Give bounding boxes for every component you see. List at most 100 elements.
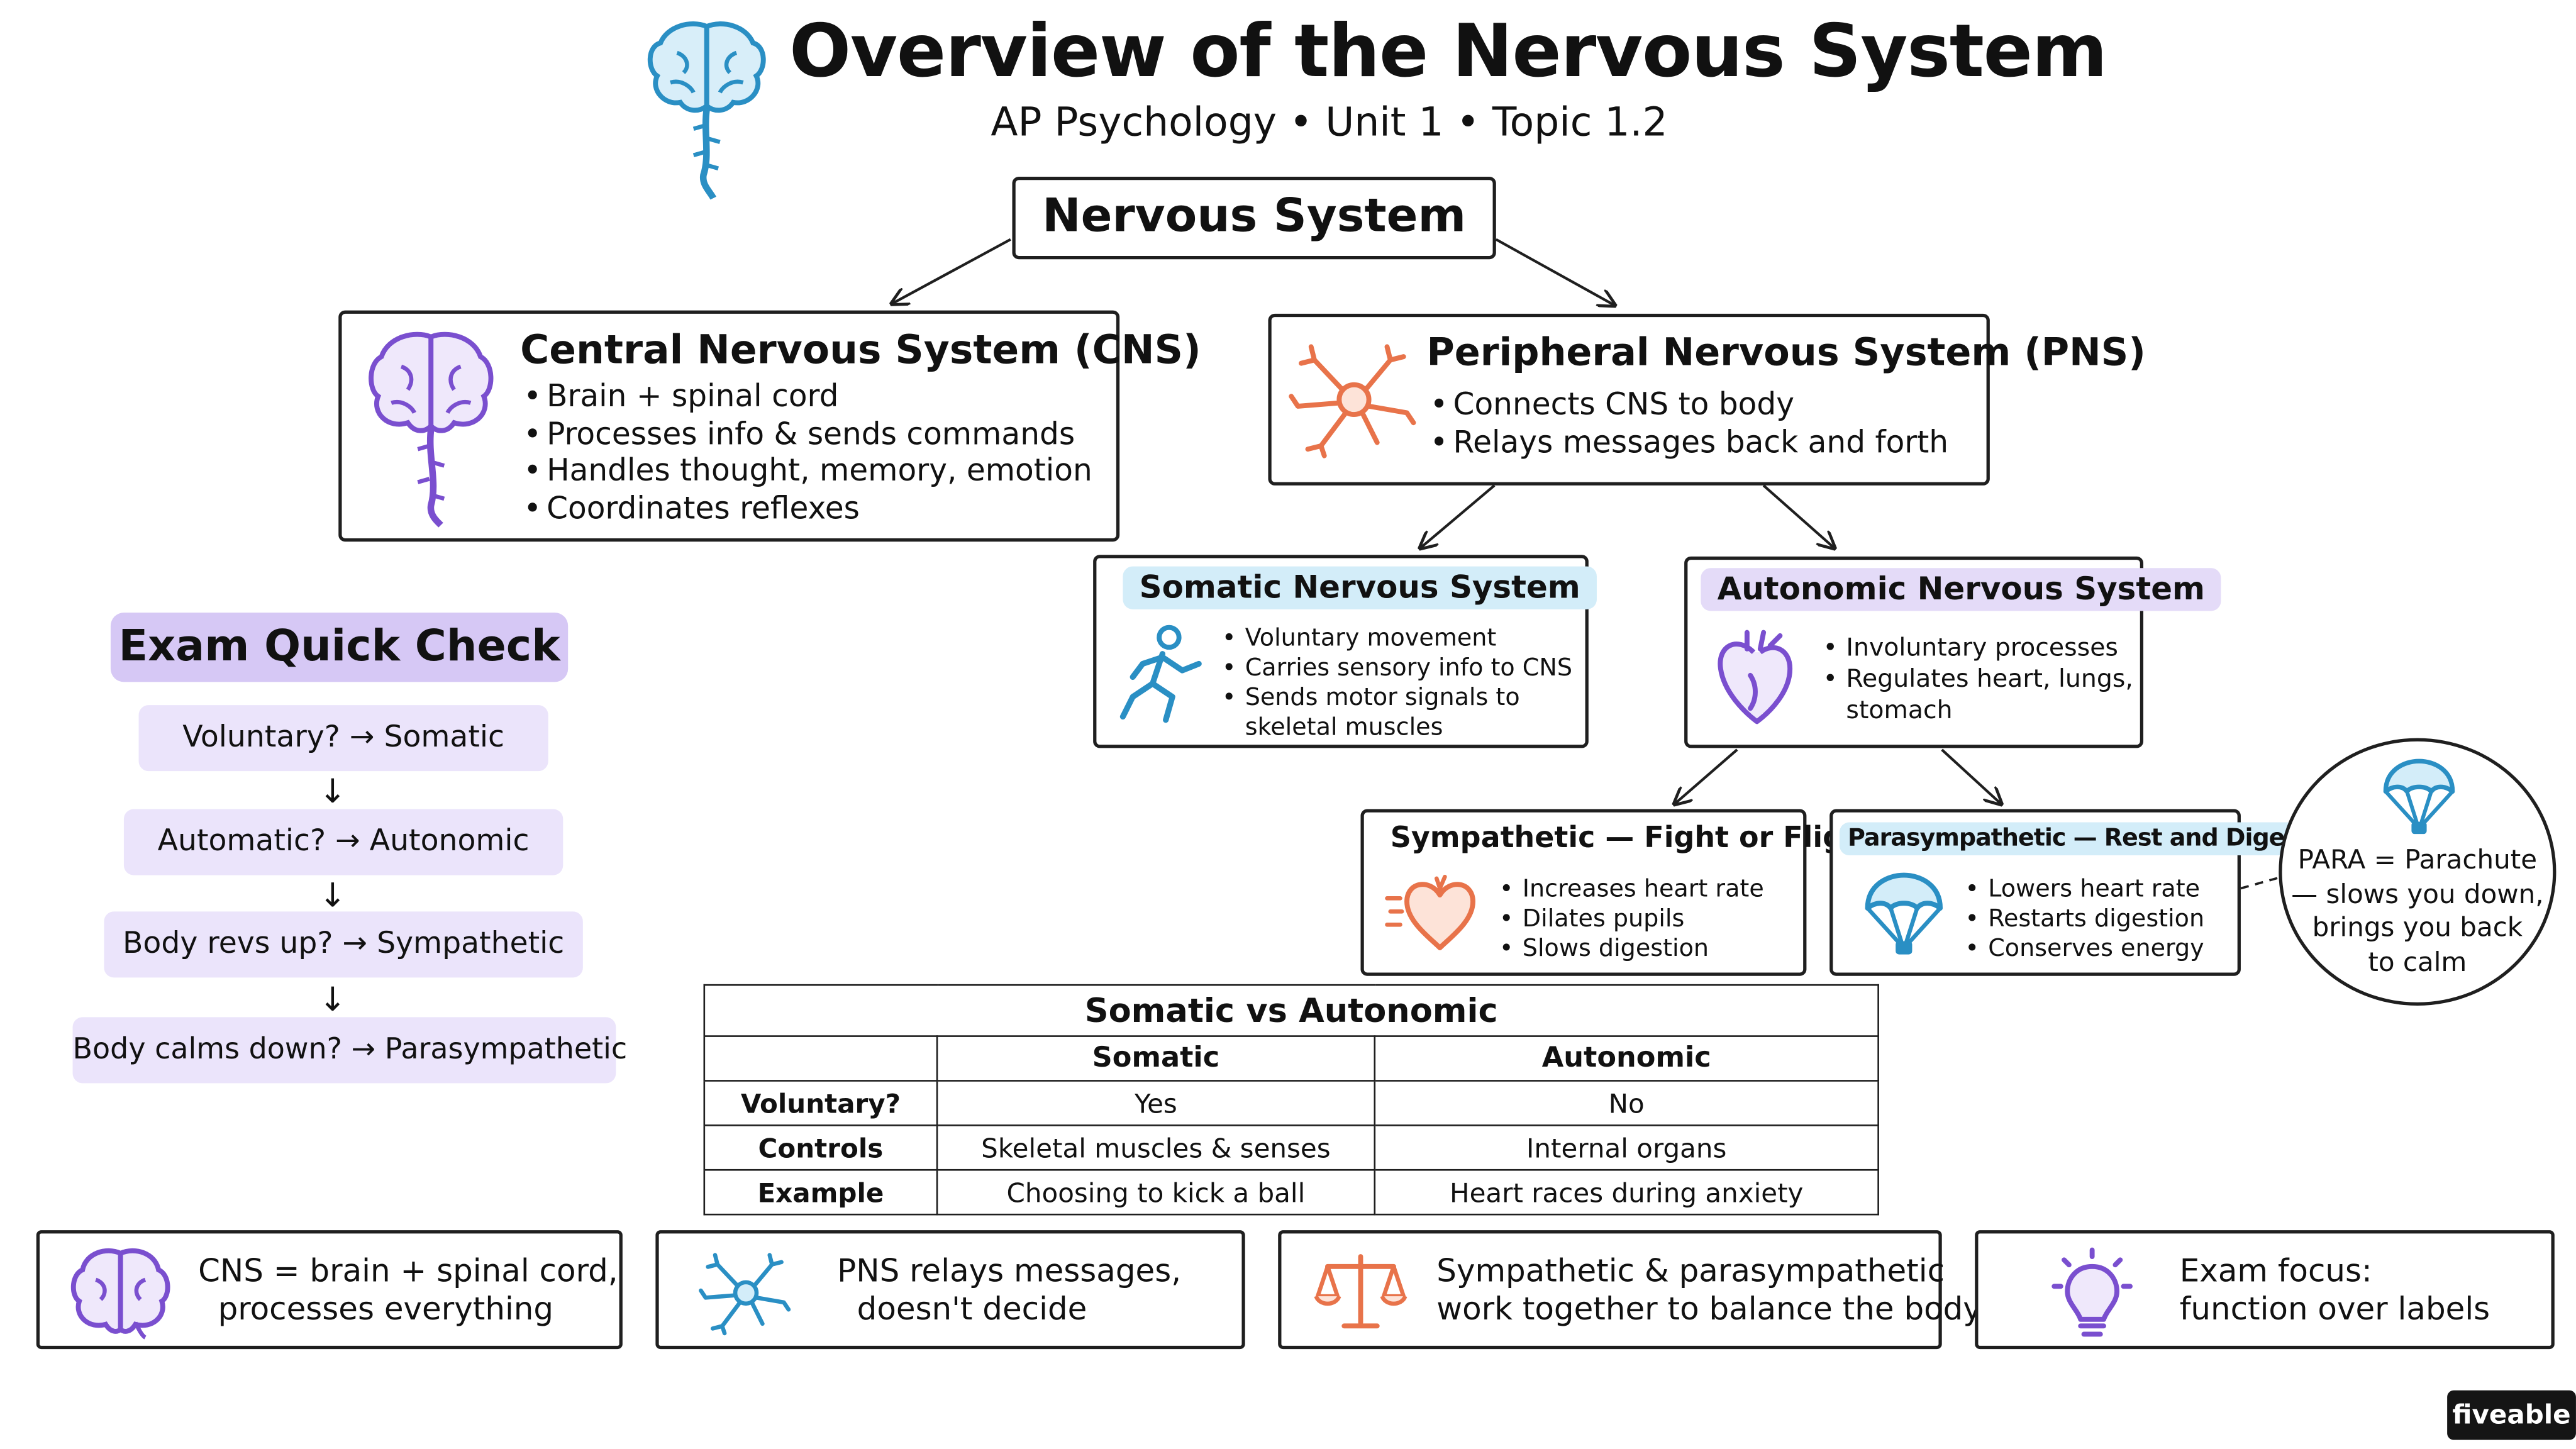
takeaway-card-balance: Sympathetic & parasympathetic work toget…	[1278, 1230, 1982, 1350]
node-somatic-bullets: Voluntary movement Carries sensory info …	[1222, 624, 1572, 713]
quick-check-arrow: ↓	[318, 979, 347, 1019]
quick-check-item: Body calms down? → Parasympathetic	[72, 1017, 627, 1084]
quick-check-title: Exam Quick Check	[110, 613, 569, 682]
parachute-icon	[1865, 872, 1943, 955]
table-caption-row: Somatic vs Autonomic	[703, 984, 1879, 1037]
bullet: Slows digestion	[1499, 935, 1764, 964]
arrow-autonomic-to-sympathetic	[1674, 748, 1738, 804]
node-autonomic-title: Autonomic Nervous System	[1701, 568, 2222, 611]
node-nervous-system: Nervous System	[1012, 176, 1496, 260]
bullet: Handles thought, memory, emotion	[523, 454, 1092, 491]
node-cns: Central Nervous System (CNS) Brain + spi…	[338, 310, 1201, 542]
arrow-pns-to-autonomic	[1762, 484, 1835, 548]
takeaway-text: PNS relays messages, doesn't decide	[837, 1253, 1181, 1330]
bullet: Involuntary processes	[1823, 633, 2133, 664]
parachute-icon	[2383, 758, 2455, 835]
brain-spinal-cord-icon	[369, 331, 494, 528]
column-header	[703, 1035, 938, 1082]
arrow-root-to-cns	[892, 238, 1011, 304]
takeaway-line: Exam focus:	[2179, 1253, 2372, 1290]
quick-check-item: Automatic? → Autonomic	[123, 809, 564, 875]
node-parasympathetic-bullets: Lowers heart rate Restarts digestion Con…	[1965, 875, 2204, 965]
takeaway-text: Exam focus: function over labels	[2180, 1253, 2490, 1330]
mnemonic-text: PARA = Parachute — slows you down, bring…	[2282, 844, 2553, 979]
bullet: Carries sensory info to CNS	[1222, 654, 1572, 684]
page-title: Overview of the Nervous System	[789, 9, 2107, 94]
node-cns-bullets: Brain + spinal cord Processes info & sen…	[523, 380, 1092, 528]
bullet: Regulates heart, lungs,	[1823, 663, 2133, 695]
mnemonic-line: to calm	[2368, 945, 2467, 977]
brain-icon	[70, 1248, 170, 1340]
table-cell: Heart races during anxiety	[1374, 1169, 1879, 1216]
takeaway-card-cns: CNS = brain + spinal cord, processes eve…	[36, 1230, 623, 1350]
bullet: Relays messages back and forth	[1430, 425, 1948, 462]
node-sympathetic: Sympathetic — Fight or Flight Increases …	[1360, 809, 1878, 976]
arrow-autonomic-to-parasympathetic	[1941, 748, 2002, 804]
table-cell: Yes	[936, 1080, 1376, 1126]
neuron-icon	[699, 1253, 791, 1336]
takeaway-card-exam-focus: Exam focus: function over labels	[1975, 1230, 2555, 1350]
takeaway-card-pns: PNS relays messages, doesn't decide	[655, 1230, 1245, 1350]
heart-organ-icon	[1718, 630, 1793, 724]
mnemonic-line: brings you back	[2312, 911, 2523, 943]
table-row: Example Choosing to kick a ball Heart ra…	[703, 1169, 1879, 1216]
bullet: Lowers heart rate	[1965, 875, 2204, 905]
row-header: Voluntary?	[703, 1080, 938, 1126]
mnemonic-line: PARA = Parachute	[2297, 843, 2538, 875]
bullet: Brain + spinal cord	[523, 380, 1092, 417]
mnemonic-line: — slows you down,	[2291, 877, 2544, 909]
bullet: Sends motor signals to	[1222, 684, 1572, 713]
takeaway-line: doesn't decide	[857, 1291, 1087, 1328]
node-pns-bullets: Connects CNS to body Relays messages bac…	[1430, 386, 1948, 462]
bullet: Connects CNS to body	[1430, 386, 1948, 424]
table-cell: Choosing to kick a ball	[936, 1169, 1376, 1216]
table-row: Controls Skeletal muscles & senses Inter…	[703, 1124, 1879, 1171]
node-autonomic-bullets: Involuntary processes Regulates heart, l…	[1823, 633, 2133, 696]
fiveable-logo[interactable]: fiveable	[2447, 1390, 2576, 1440]
takeaway-line: CNS = brain + spinal cord,	[198, 1253, 618, 1290]
arrow-root-to-pns	[1495, 238, 1615, 306]
balance-scale-icon	[1314, 1254, 1407, 1329]
takeaway-line: function over labels	[2179, 1291, 2490, 1328]
takeaway-text: Sympathetic & parasympathetic work toget…	[1436, 1253, 1982, 1330]
table-cell: Skeletal muscles & senses	[936, 1124, 1376, 1171]
column-header: Autonomic	[1374, 1035, 1879, 1082]
node-somatic-bullet-continuation: skeletal muscles	[1245, 714, 1443, 741]
bullet: Coordinates reflexes	[523, 491, 1092, 528]
node-autonomic: Autonomic Nervous System Involuntary pro…	[1684, 556, 2222, 748]
bullet: Increases heart rate	[1499, 875, 1764, 905]
takeaway-line: PNS relays messages,	[837, 1253, 1182, 1290]
node-pns-title: Peripheral Nervous System (PNS)	[1426, 331, 2146, 375]
racing-heart-icon	[1385, 874, 1475, 951]
takeaway-text: CNS = brain + spinal cord, processes eve…	[198, 1253, 618, 1330]
dashed-link-mnemonic	[2240, 875, 2283, 890]
header-brain-icon	[647, 21, 766, 200]
column-header: Somatic	[936, 1035, 1376, 1082]
node-somatic: Somatic Nervous System Voluntary movemen…	[1093, 555, 1597, 748]
bullet: Conserves energy	[1965, 935, 2204, 964]
node-parasympathetic: Parasympathetic — Rest and Digest Lowers…	[1829, 809, 2318, 976]
running-person-icon	[1119, 625, 1202, 723]
takeaway-line: work together to balance the body	[1436, 1291, 1982, 1328]
node-nervous-system-label: Nervous System	[1042, 188, 1467, 243]
node-sympathetic-bullets: Increases heart rate Dilates pupils Slow…	[1499, 875, 1764, 965]
table-cell: No	[1374, 1080, 1879, 1126]
bullet: Processes info & sends commands	[523, 417, 1092, 454]
quick-check-arrow: ↓	[318, 875, 347, 915]
row-header: Controls	[703, 1124, 938, 1171]
arrow-pns-to-somatic	[1420, 484, 1496, 548]
bullet: Restarts digestion	[1965, 905, 2204, 935]
neuron-icon	[1289, 344, 1416, 458]
row-header: Example	[703, 1169, 938, 1216]
quick-check-item: Voluntary? → Somatic	[138, 705, 548, 772]
bullet: Voluntary movement	[1222, 624, 1572, 653]
takeaway-line: processes everything	[218, 1291, 554, 1328]
node-autonomic-bullet-continuation: stomach	[1846, 695, 1953, 725]
node-parasympathetic-title: Parasympathetic — Rest and Digest	[1839, 822, 2318, 856]
quick-check-item: Body revs up? → Sympathetic	[104, 911, 583, 978]
table-row: Voluntary? Yes No	[703, 1080, 1879, 1126]
quick-check-arrow: ↓	[318, 771, 347, 811]
node-somatic-title: Somatic Nervous System	[1123, 566, 1597, 609]
